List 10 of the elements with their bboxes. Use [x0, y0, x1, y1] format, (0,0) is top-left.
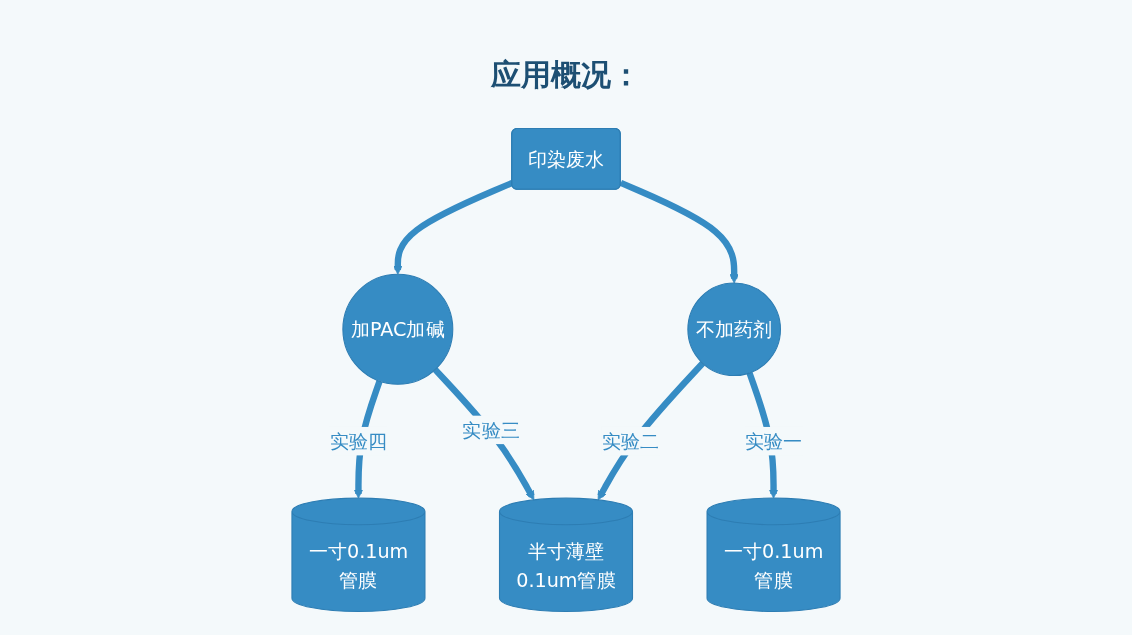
- edge-label: 实验三: [462, 418, 520, 442]
- arrow: [619, 179, 739, 284]
- node-circle: 加PAC加碱: [342, 273, 454, 385]
- arrow: [432, 367, 535, 501]
- edge-label: 实验一: [744, 430, 803, 453]
- title: 应用概况：: [491, 57, 641, 92]
- arrow: [597, 361, 705, 501]
- edge-label: 实验二: [601, 430, 660, 453]
- edge-label: 实验四: [329, 430, 388, 453]
- node-circle: 不加药剂: [687, 282, 781, 377]
